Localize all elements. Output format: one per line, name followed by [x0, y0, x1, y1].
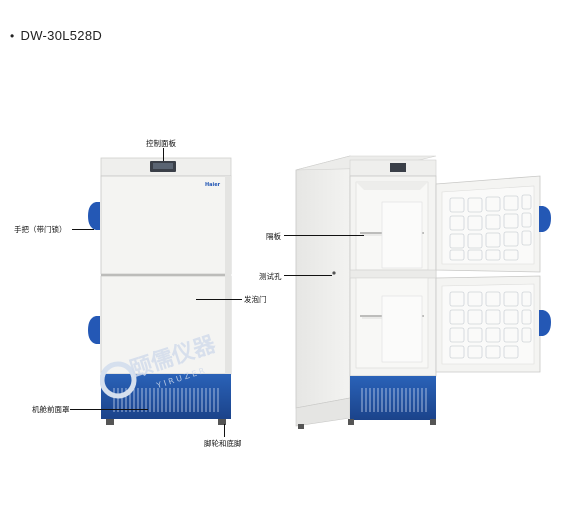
- open-blue-base: [350, 376, 436, 420]
- callout-shelf: 隔板: [266, 232, 281, 241]
- model-name: DW-30L528D: [20, 28, 103, 43]
- leader-control-panel: [163, 148, 164, 161]
- open-control-display: [390, 163, 406, 172]
- front-freezer: [88, 157, 232, 425]
- front-foot-left: [106, 419, 114, 425]
- open-lower-handle-icon: [539, 310, 551, 336]
- model-title: • DW-30L528D: [10, 28, 102, 43]
- callout-handle: 手把（带门锁）: [14, 225, 67, 234]
- open-upper-handle-icon: [539, 206, 551, 232]
- leader-foam-door: [196, 299, 242, 300]
- title-bullet: •: [10, 29, 15, 43]
- upper-door: [100, 175, 232, 275]
- leader-shelf: [284, 235, 364, 236]
- cabinet-side-panel: [295, 155, 351, 409]
- callout-control-panel: 控制面板: [146, 139, 176, 148]
- callout-foam-door: 发泡门: [244, 295, 267, 304]
- leader-compressor-cover: [70, 409, 148, 410]
- lower-door-tray-grid: [449, 291, 532, 359]
- callout-test-hole: 测试孔: [259, 272, 282, 281]
- leader-test-hole: [284, 275, 332, 276]
- upper-door-tray-grid: [449, 194, 532, 261]
- open-freezer: [295, 155, 551, 429]
- lower-handle-icon: [88, 316, 100, 344]
- leader-casters-feet: [224, 424, 225, 437]
- lower-door: [100, 275, 232, 375]
- callout-casters-feet: 脚轮和底脚: [204, 439, 242, 448]
- upper-inner-door: [381, 201, 423, 269]
- leader-handle: [72, 229, 94, 230]
- test-hole: [332, 271, 336, 275]
- front-foot-right: [218, 419, 226, 425]
- callout-compressor-cover: 机舱前面罩: [32, 405, 70, 414]
- upper-handle-icon: [88, 202, 100, 230]
- brand-badge: Haier: [205, 182, 221, 188]
